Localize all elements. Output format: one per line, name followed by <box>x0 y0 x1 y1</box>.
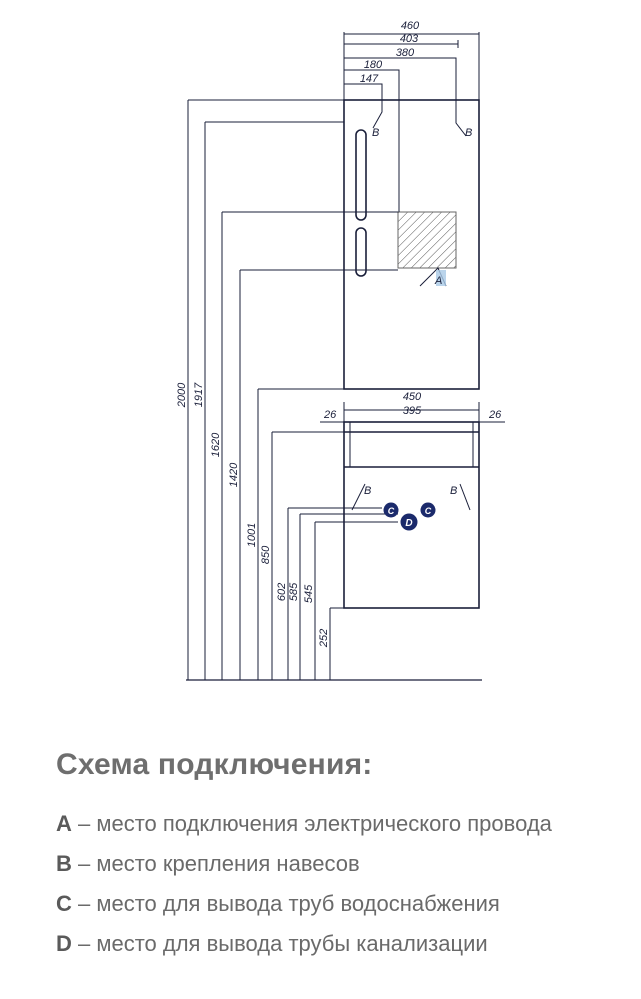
dim-850-line <box>271 431 344 680</box>
dim-180-line <box>344 69 400 212</box>
legend-text-a: – место подключения электрического прово… <box>71 811 552 836</box>
dim-450-label: 450 <box>403 391 422 403</box>
dim-1620-label: 1620 <box>210 432 222 457</box>
legend-key-d: D <box>56 931 72 956</box>
dim-1620-line <box>221 211 398 680</box>
marker-b-lower-right: B <box>450 485 457 497</box>
legend-item-a: A – место подключения электрического про… <box>56 804 626 844</box>
dim-585-line <box>299 513 398 680</box>
dim-380-label: 380 <box>396 47 415 59</box>
marker-b-lower-left: B <box>364 485 371 497</box>
dim-26-right-label: 26 <box>488 409 502 421</box>
dim-252-label: 252 <box>318 629 330 648</box>
dim-1001-line <box>257 388 344 680</box>
dim-2000-label: 2000 <box>176 382 188 408</box>
dim-380-line <box>344 57 467 137</box>
legend-title: Схема подключения: <box>56 748 373 781</box>
connection-legend: Схема подключения: A – место подключения… <box>56 748 626 964</box>
dim-1917-line <box>204 121 344 680</box>
dim-602-label: 602 <box>276 583 288 601</box>
hatched-area-a <box>397 211 457 269</box>
technical-drawing: C C D 460 403 380 180 147 B B A 450 395 … <box>176 20 505 681</box>
marker-b-upper-left: B <box>372 127 379 139</box>
dim-850-label: 850 <box>260 545 272 564</box>
dim-147-line <box>344 83 383 129</box>
upper-cabinet <box>343 99 480 390</box>
dim-585-label: 585 <box>288 582 300 601</box>
dim-2000-line <box>187 99 344 680</box>
legend-key-b: B <box>56 851 72 876</box>
dim-26-left-label: 26 <box>323 409 337 421</box>
dim-1001-label: 1001 <box>246 523 258 547</box>
svg-text:C: C <box>388 506 395 516</box>
marker-a-highlight <box>436 270 446 286</box>
dim-545-line <box>314 521 398 680</box>
upper-handle-top <box>355 129 367 221</box>
legend-item-d: D – место для вывода трубы канализации <box>56 924 626 964</box>
dim-545-label: 545 <box>303 584 315 603</box>
dim-1420-line <box>239 269 398 680</box>
legend-text-b: – место крепления навесов <box>71 851 360 876</box>
dim-180-label: 180 <box>364 59 383 71</box>
marker-c-right: C <box>420 502 436 518</box>
marker-b-lower-left-leader <box>351 483 366 511</box>
legend-text-c: – место для вывода труб водоснабжения <box>71 891 500 916</box>
dim-450-line <box>343 402 480 422</box>
marker-b-lower-right-leader <box>459 483 471 511</box>
dim-1420-label: 1420 <box>228 462 240 487</box>
marker-c-left: C <box>383 502 399 518</box>
marker-d: D <box>400 513 418 531</box>
marker-b-upper-right: B <box>465 127 472 139</box>
dim-403-line <box>344 40 459 48</box>
dim-403-label: 403 <box>400 33 419 45</box>
legend-item-c: C – место для вывода труб водоснабжения <box>56 884 626 924</box>
svg-text:D: D <box>405 518 412 529</box>
dim-147-label: 147 <box>360 73 379 85</box>
dim-460-line <box>343 32 480 100</box>
marker-a-label: A <box>434 275 442 287</box>
dim-252-line <box>329 607 344 680</box>
dim-602-line <box>287 507 382 680</box>
lower-cabinet <box>343 421 480 609</box>
legend-key-c: C <box>56 891 72 916</box>
legend-text-d: – место для вывода трубы канализации <box>71 931 488 956</box>
dim-395-label: 395 <box>403 405 422 417</box>
legend-key-a: A <box>56 811 72 836</box>
dim-1917-label: 1917 <box>193 382 205 407</box>
legend-item-b: B – место крепления навесов <box>56 844 626 884</box>
upper-handle-bottom <box>355 227 367 277</box>
svg-text:C: C <box>425 506 432 516</box>
dim-460-label: 460 <box>401 20 420 32</box>
